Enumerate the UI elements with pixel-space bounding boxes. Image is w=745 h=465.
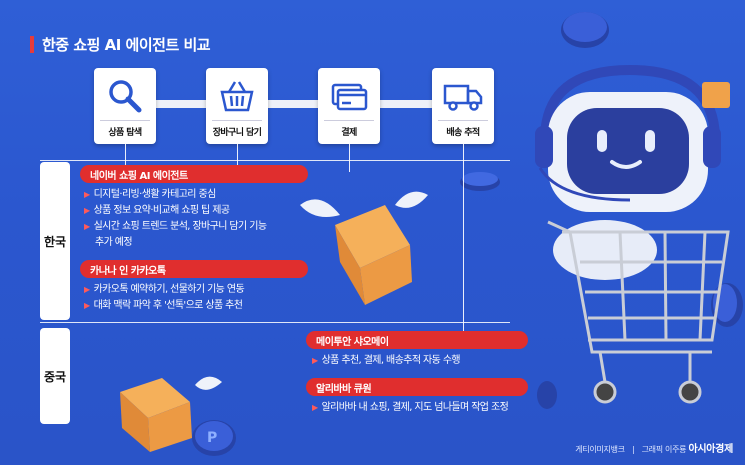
page-title: 한중 쇼핑 AI 에이전트 비교 <box>30 34 211 55</box>
delivery-truck-icon <box>432 74 494 118</box>
step-divider <box>100 120 150 121</box>
title-accent-bar <box>30 36 34 53</box>
image-credit: 게티이미지뱅크 | 그래픽 이주룡 아시아경제 <box>575 444 733 455</box>
step-divider <box>438 120 488 121</box>
flying-box-icon <box>120 376 222 452</box>
svg-text:P: P <box>207 430 217 446</box>
step-label: 상품 탐색 <box>108 128 142 138</box>
service-name-qwen: 알리바바 큐원 <box>306 378 528 396</box>
service-name-kanana: 카나나 인 카카오톡 <box>80 260 308 278</box>
magnifier-icon <box>94 74 156 118</box>
step-add-to-cart: 장바구니 담기 <box>206 68 268 144</box>
country-label-korea: 한국 <box>40 162 70 320</box>
step-divider <box>324 120 374 121</box>
step-label: 결제 <box>341 128 357 138</box>
feature-item: ▶디지털·리빙·생활 카테고리 중심 <box>84 189 216 200</box>
step-payment: 결제 <box>318 68 380 144</box>
coin-icon <box>537 381 557 409</box>
coin-icon <box>561 12 609 48</box>
step-delivery-tracking: 배송 추적 <box>432 68 494 144</box>
coin-icon: P <box>192 420 236 456</box>
feature-item: ▶상품 추천, 결제, 배송추적 자동 수행 <box>312 355 461 366</box>
section-divider <box>40 322 510 323</box>
feature-item: ▶상품 정보 요약·비교해 쇼핑 팁 제공 <box>84 205 230 216</box>
service-name-meituan: 메이투안 샤오메이 <box>306 331 528 349</box>
step-label: 장바구니 담기 <box>212 128 262 138</box>
service-name-naver: 네이버 쇼핑 AI 에이전트 <box>80 165 308 183</box>
step-label: 배송 추적 <box>446 128 480 138</box>
step-product-search: 상품 탐색 <box>94 68 156 144</box>
feature-item: ▶알리바바 내 쇼핑, 결제, 지도 넘나들며 작업 조정 <box>312 402 509 413</box>
section-divider <box>40 160 510 161</box>
feature-item: ▶대화 맥락 파악 후 '선톡'으로 상품 추천 <box>84 300 243 311</box>
shopping-cart-illustration <box>547 220 730 404</box>
publisher-logo: 아시아경제 <box>688 444 733 455</box>
connector-line <box>349 144 350 172</box>
process-flow-line <box>124 100 464 108</box>
connector-line <box>237 144 238 172</box>
payment-card-icon <box>318 74 380 118</box>
shopping-basket-icon <box>206 74 268 118</box>
title-text: 한중 쇼핑 AI 에이전트 비교 <box>42 36 211 54</box>
coin-icon <box>460 172 500 191</box>
coin-icon <box>711 283 743 327</box>
country-label-china: 중국 <box>40 328 70 424</box>
connector-line <box>125 144 126 172</box>
feature-item: ▶카카오톡 예약하기, 선물하기 기능 연동 <box>84 284 245 295</box>
feature-item-continued: 추가 예정 <box>95 237 133 248</box>
feature-item: ▶실시간 쇼핑 트렌드 분석, 장바구니 담기 기능 <box>84 221 267 232</box>
robot-mascot <box>535 64 730 280</box>
step-divider <box>212 120 262 121</box>
flying-box-icon <box>300 191 428 305</box>
connector-line <box>463 144 464 332</box>
